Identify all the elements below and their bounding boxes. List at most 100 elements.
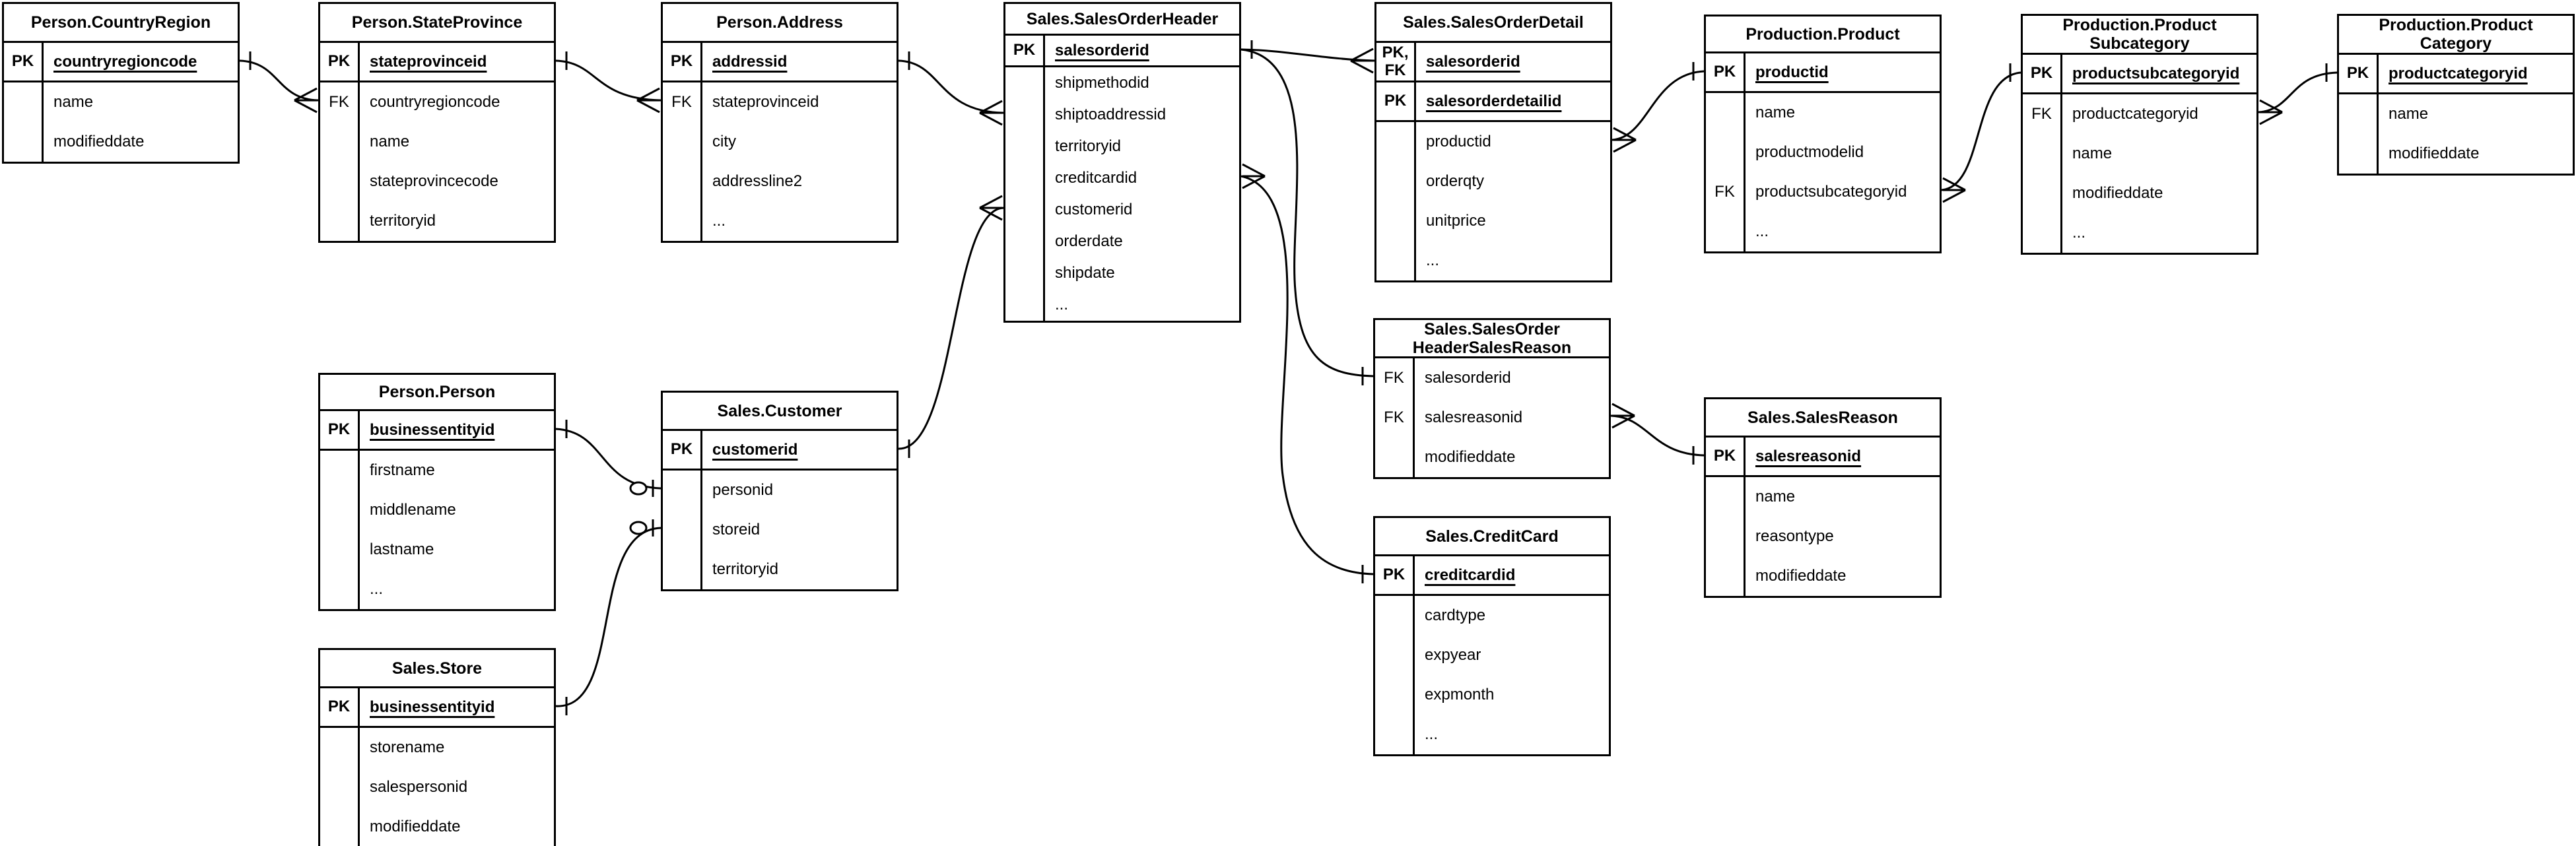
attribute-row: shipmethodid bbox=[1005, 67, 1239, 99]
entity-title: Sales.SalesReason bbox=[1706, 399, 1940, 438]
relationship-countryregion-stateprovince[interactable] bbox=[239, 59, 319, 102]
attribute-row: cardtype bbox=[1375, 596, 1609, 635]
attribute-name: lastname bbox=[370, 540, 434, 558]
crow-foot-many-icon bbox=[2259, 99, 2283, 125]
relationship-salesorderheader-creditcard[interactable] bbox=[1240, 175, 1374, 575]
key-indicator: PK bbox=[2339, 55, 2379, 92]
crow-foot-many-icon bbox=[1942, 177, 1966, 203]
attribute-row: addressline2 bbox=[663, 162, 897, 201]
key-indicator bbox=[1005, 131, 1045, 162]
attribute-row: creditcardid bbox=[1005, 162, 1239, 194]
relationship-salesorderheadersalesreason-salesreason[interactable] bbox=[1610, 414, 1705, 457]
relationship-store-customer[interactable] bbox=[555, 527, 661, 707]
key-indicator bbox=[1005, 257, 1045, 289]
crow-foot-many-icon bbox=[1242, 163, 1266, 189]
key-attribute-name: productid bbox=[1755, 63, 1829, 81]
relationship-salesorderdetail-product[interactable] bbox=[1611, 70, 1705, 141]
key-attribute-name: addressid bbox=[712, 52, 788, 71]
entity-title: Person.CountryRegion bbox=[4, 4, 238, 43]
key-indicator bbox=[1706, 517, 1746, 556]
key-attribute-name: stateprovinceid bbox=[370, 52, 487, 71]
key-indicator bbox=[1706, 133, 1746, 172]
key-indicator: PK bbox=[1005, 36, 1045, 65]
relationship-person-customer[interactable] bbox=[555, 428, 661, 490]
attribute-row: customerid bbox=[1005, 194, 1239, 226]
key-indicator: FK bbox=[1706, 172, 1746, 212]
attribute-name: expmonth bbox=[1425, 686, 1495, 703]
attribute-name: productid bbox=[1426, 133, 1491, 150]
attribute-name: productmodelid bbox=[1755, 143, 1864, 161]
attribute-name: productcategoryid bbox=[2072, 105, 2198, 123]
key-indicator bbox=[1005, 162, 1045, 194]
key-indicator bbox=[1375, 715, 1415, 754]
attribute-row: shiptoaddressid bbox=[1005, 99, 1239, 131]
attribute-row: modifieddate bbox=[4, 122, 238, 162]
entity-title: Sales.SalesOrderDetail bbox=[1376, 4, 1610, 43]
relationship-customer-salesorderheader[interactable] bbox=[898, 207, 1004, 450]
attribute-name: addressline2 bbox=[712, 172, 803, 190]
key-indicator bbox=[2339, 134, 2379, 174]
key-indicator: FK bbox=[663, 82, 702, 122]
key-indicator: PK bbox=[1706, 438, 1746, 475]
zero-circle-icon bbox=[629, 521, 648, 535]
key-indicator: PK bbox=[1706, 53, 1746, 91]
key-indicator bbox=[1375, 596, 1415, 635]
attribute-row: modifieddate bbox=[2023, 174, 2256, 213]
attribute-name: shiptoaddressid bbox=[1055, 106, 1167, 123]
entity-title: Sales.SalesOrderHeader bbox=[1005, 4, 1239, 36]
key-indicator bbox=[1005, 289, 1045, 321]
attribute-row: personid bbox=[663, 471, 897, 510]
attribute-row: modifieddate bbox=[1375, 438, 1609, 477]
key-indicator: FK bbox=[320, 82, 360, 122]
key-indicator bbox=[320, 569, 360, 609]
attribute-name: storename bbox=[370, 738, 445, 756]
key-attribute-row: PK productid bbox=[1706, 53, 1940, 93]
key-indicator bbox=[1005, 226, 1045, 257]
relationship-productsubcategory-productcategory[interactable] bbox=[2258, 71, 2338, 114]
attribute-row: ... bbox=[320, 569, 554, 609]
attribute-row: storeid bbox=[663, 510, 897, 550]
attribute-name: orderqty bbox=[1426, 172, 1485, 190]
relationship-salesorderheader-salesorderheadersalesreason[interactable] bbox=[1240, 48, 1374, 377]
attribute-row: ... bbox=[1706, 212, 1940, 251]
key-indicator bbox=[320, 122, 360, 162]
crow-foot-many-icon bbox=[636, 87, 660, 114]
attribute-name: modifieddate bbox=[53, 133, 145, 150]
key-indicator: PK bbox=[2023, 55, 2062, 92]
key-indicator bbox=[1706, 212, 1746, 251]
relationship-stateprovince-address[interactable] bbox=[555, 59, 661, 102]
entity-title: Sales.Customer bbox=[663, 393, 897, 431]
key-attribute-name: productsubcategoryid bbox=[2072, 64, 2240, 82]
crow-foot-many-icon bbox=[979, 100, 1003, 126]
entity-title: Person.Person bbox=[320, 375, 554, 411]
relationship-product-productsubcategory[interactable] bbox=[1941, 71, 2021, 191]
zero-circle-icon bbox=[629, 481, 648, 496]
relationship-address-salesorderheader[interactable] bbox=[898, 59, 1004, 114]
key-indicator bbox=[4, 82, 44, 122]
entity-title: Sales.SalesOrder HeaderSalesReason bbox=[1375, 320, 1609, 358]
attribute-row: middlename bbox=[320, 490, 554, 530]
attribute-name: ... bbox=[370, 580, 384, 598]
attribute-row: orderqty bbox=[1376, 162, 1610, 201]
